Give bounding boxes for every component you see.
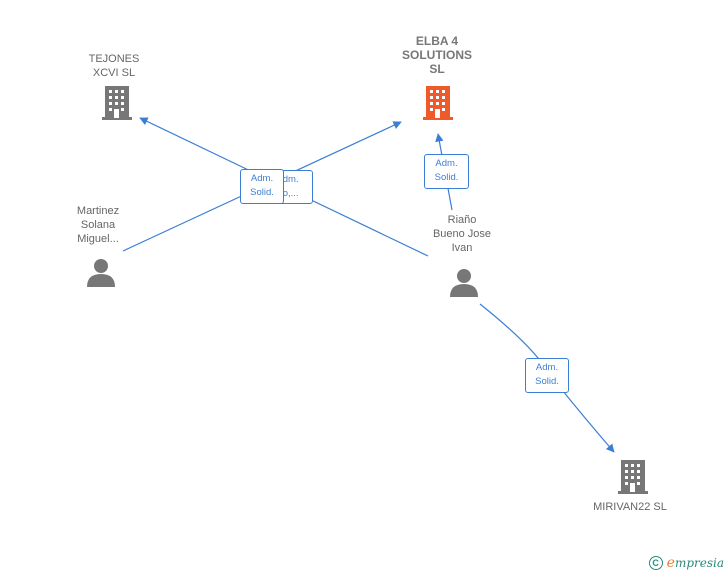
edge-label-e4[interactable]: Adm. Solid. — [525, 358, 569, 393]
brand-name: mpresia — [674, 556, 724, 570]
edge-label-e1[interactable]: Adm. Solid. — [240, 169, 284, 204]
person-icon[interactable] — [449, 267, 479, 297]
node-label-elba: ELBA 4 SOLUTIONS SL — [401, 34, 472, 76]
copyright-icon: C — [648, 556, 663, 570]
building-icon-focus[interactable] — [423, 86, 453, 120]
edge-label-e3[interactable]: Adm. Solid. — [424, 154, 469, 189]
node-label-martinez: Martinez Solana Miguel... — [76, 205, 120, 245]
node-label-riano: Riaño Bueno Jose Ivan — [432, 214, 492, 254]
empresia-logo: C empresia — [648, 555, 724, 571]
brand-initial: e — [666, 555, 675, 571]
building-icon[interactable] — [102, 86, 132, 120]
node-label-tejones: TEJONES XCVI SL — [88, 53, 140, 79]
building-icon[interactable] — [618, 460, 648, 494]
node-label-mirivan: MIRIVAN22 SL — [593, 501, 667, 513]
person-icon[interactable] — [86, 257, 116, 287]
